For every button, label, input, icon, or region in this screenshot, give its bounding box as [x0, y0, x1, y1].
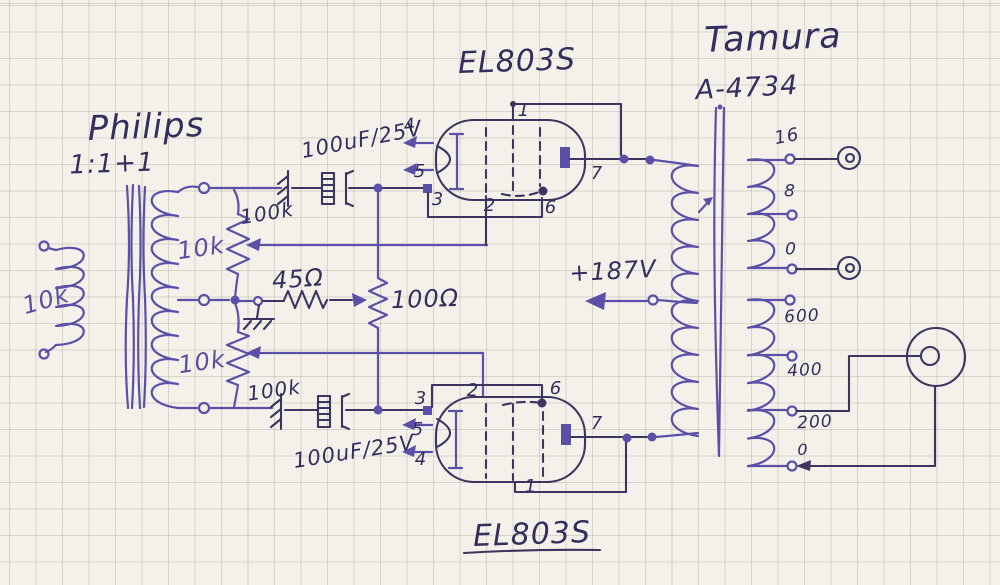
tube-bottom [402, 383, 657, 494]
output-secondary-line-coil [746, 298, 776, 468]
tube-bottom-pin5: 5 [411, 419, 425, 440]
input-secondary-coil [150, 190, 180, 410]
tube-bottom-pin1-wire [513, 440, 628, 494]
tube-top-pin3: 3 [431, 189, 445, 210]
input-terminal-top [38, 240, 50, 252]
tap-16-label: 16 [772, 124, 802, 150]
hum-balance-network [207, 289, 367, 331]
tap-0-line [786, 460, 798, 472]
top-cathode-network [276, 169, 432, 208]
input-transformer-brand: Philips [86, 104, 206, 150]
pin3-pad-bottom [423, 406, 432, 415]
input-core [124, 183, 147, 410]
pot-bottom-wiper-arrow [246, 346, 261, 359]
tube-top [403, 101, 655, 247]
tube-bottom-pin6: 6 [549, 378, 563, 399]
tap-400-label: 400 [786, 359, 824, 382]
output-terminal-2 [836, 255, 862, 281]
secondary-tap-center [197, 293, 211, 307]
tap-8-label: 8 [784, 181, 796, 202]
pot-bottom-element [225, 330, 251, 409]
tap-200 [786, 405, 798, 417]
cathode-junction-top [373, 183, 383, 193]
grid-potentiometers [207, 186, 489, 410]
tube-bottom-pin3-loop [430, 383, 544, 409]
tube-top-pin5: 5 [413, 161, 427, 182]
wire-200-to-speaker [795, 354, 908, 413]
tap-8 [786, 209, 798, 221]
tube-top-pin1-wire [511, 102, 623, 157]
tube-top-heater [435, 144, 452, 175]
tube-bottom-pin2: 2 [466, 380, 480, 401]
secondary-tap-bottom [197, 401, 211, 415]
el803s-underline [462, 548, 602, 555]
cap-top-plate1 [320, 171, 336, 206]
input-transformer [38, 181, 211, 415]
tube-bottom-pin7: 7 [590, 413, 604, 434]
speaker-jack-center [919, 345, 941, 367]
pot-top-wiper-arrow [246, 238, 261, 251]
tap-16 [784, 153, 796, 165]
tube-top-pin6: 6 [544, 197, 558, 218]
bplus-arrowhead [585, 292, 606, 310]
tube-bottom-anode [561, 424, 571, 445]
tube-top-anode [560, 147, 570, 168]
tube-bottom-pin1: 1 [524, 476, 538, 497]
output-wiring [793, 145, 967, 471]
cathode-resistor-label: 100Ω [390, 283, 460, 315]
tube-top-pin6-dot [538, 186, 548, 196]
ground-node [252, 295, 264, 307]
tube-bottom-label: EL803S [472, 514, 592, 555]
center-tap-junction [230, 295, 240, 305]
cap-bottom-plate1 [316, 394, 332, 429]
secondary-tap-top [197, 181, 211, 195]
tube-bottom-envelope [434, 395, 587, 484]
tap-400 [786, 350, 798, 362]
tube-bottom-pin4: 4 [414, 449, 428, 470]
output-terminal-1 [836, 145, 862, 171]
tap-200-label: 200 [796, 411, 834, 434]
tube-top-pin4: 4 [402, 114, 418, 137]
resistor-100-element [367, 276, 389, 330]
pot-top-element [225, 212, 251, 300]
hum-arrow [352, 293, 367, 307]
tap-600-label: 600 [783, 305, 821, 328]
pot-top-label: 10k [175, 230, 227, 266]
input-primary-coil [54, 246, 85, 347]
tube-bottom-pin6-dot [537, 398, 547, 408]
tap-600 [784, 294, 796, 306]
output-transformer [652, 104, 798, 472]
tube-bottom-pin3: 3 [414, 388, 428, 409]
pin3-pad-top [423, 184, 432, 193]
tap-0-speaker-label: 0 [785, 239, 797, 260]
supply-voltage-label: +187V [568, 254, 658, 288]
tap-0-line-label: 0 [797, 440, 809, 459]
resistor-45 [282, 289, 329, 310]
bottom-cathode-network [269, 392, 432, 431]
output-primary-coil [670, 164, 700, 438]
wiper-to-grid-bottom [256, 351, 485, 399]
output-transformer-brand: Tamura [703, 16, 843, 61]
cathode-resistor-100 [367, 191, 389, 408]
tube-top-label: EL803S [457, 41, 577, 82]
output-transformer-model: A-4734 [694, 69, 800, 107]
wire-0-to-speaker [804, 385, 937, 468]
input-transformer-ratio: 1:1+1 [68, 147, 156, 181]
output-core [713, 104, 726, 458]
input-terminal-bottom [38, 348, 50, 360]
tube-top-pin7: 7 [590, 163, 604, 184]
tube-bottom-heater [435, 417, 452, 449]
cathode-junction-bottom [373, 405, 383, 415]
tube-top-pin2: 2 [483, 195, 497, 216]
tube-top-pin1: 1 [517, 100, 531, 121]
pot-bottom-label: 10k [176, 344, 228, 380]
hum-resistor-label: 45Ω [271, 263, 325, 295]
